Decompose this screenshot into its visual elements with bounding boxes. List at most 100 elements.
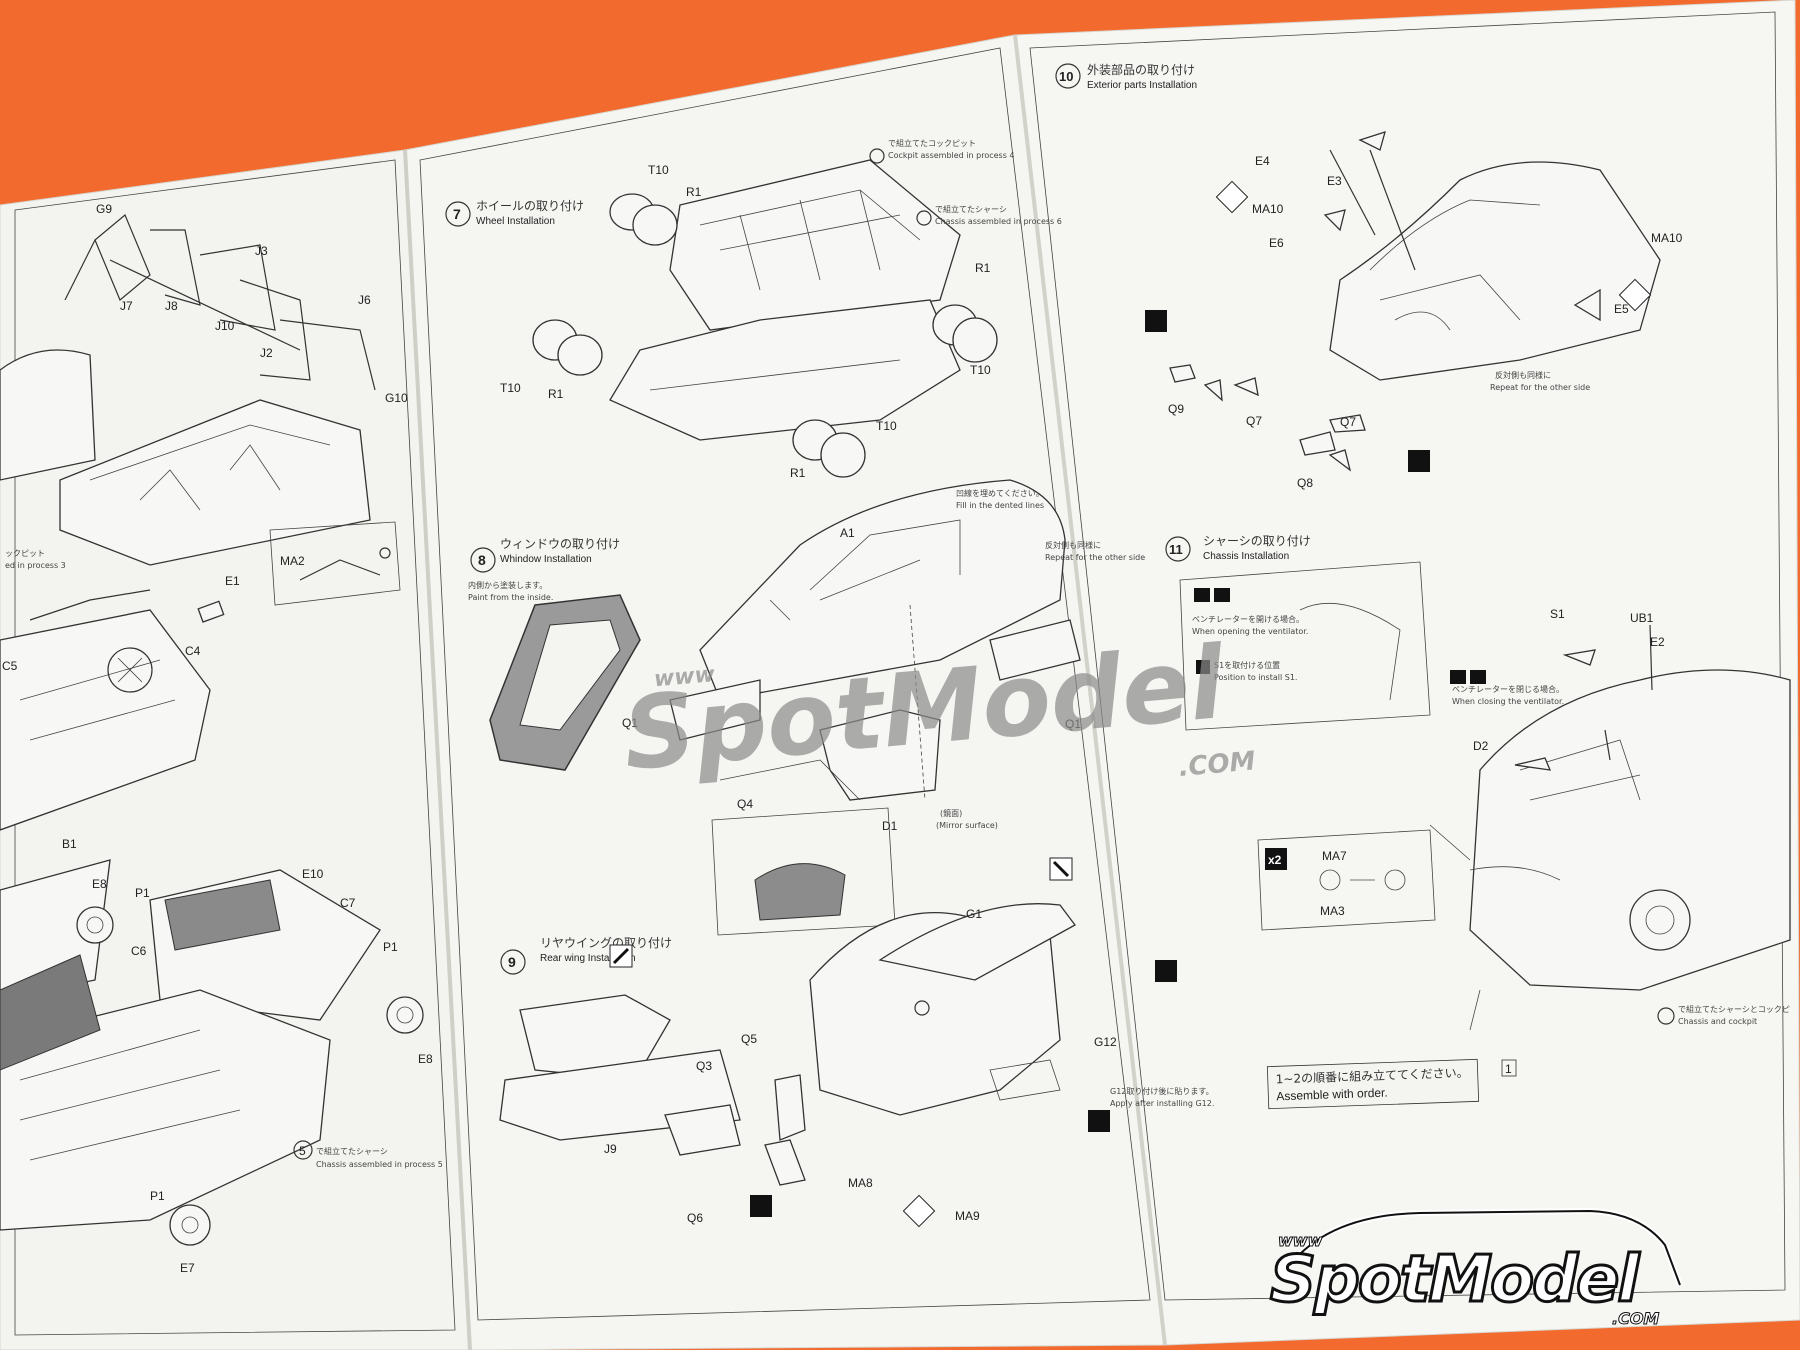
window-parts-drawing <box>489 594 641 771</box>
g12-note-jp: G12取り付け後に貼ります。 <box>1110 1086 1214 1096</box>
part-label: E4 <box>1255 154 1270 168</box>
part-label: J9 <box>604 1142 617 1156</box>
part-label: E3 <box>1327 174 1342 188</box>
ma7-callout <box>1257 829 1436 931</box>
ref6-note-jp: で組立てたシャーシ <box>935 204 1007 214</box>
cockpit-note: ックピット <box>5 549 45 558</box>
logo-com: .COM <box>1611 1309 1660 1329</box>
step-number-circle <box>293 1140 313 1160</box>
part-label: MA2 <box>280 554 305 568</box>
part-label: G1 <box>966 907 982 921</box>
repeat-note-jp: 反対側も同様に <box>1045 540 1101 550</box>
part-label: E8 <box>92 877 107 891</box>
part-label: MA10 <box>1651 231 1683 245</box>
body-shell-drawing <box>669 479 1081 801</box>
logo-brand: SpotModel <box>1268 1242 1640 1319</box>
ref4-note-jp: で組立てたコックピット <box>888 138 976 148</box>
open-note-en: When opening the ventilator. <box>1192 627 1308 636</box>
svg-text:.COM: .COM <box>1177 746 1256 783</box>
page-number: 1 <box>1505 1062 1512 1076</box>
ref7-note-en: Chassis and cockpit <box>1678 1017 1757 1026</box>
part-label: Q6 <box>687 1211 703 1225</box>
step-7-number: 7 <box>453 206 461 222</box>
roll-cage-diagram <box>64 214 376 391</box>
multiplier-label: x2 <box>1268 853 1282 867</box>
part-label: J6 <box>358 293 371 307</box>
part-label: J8 <box>165 299 178 313</box>
part-label: A1 <box>840 526 855 540</box>
part-label: MA3 <box>1320 904 1345 918</box>
part-label: C4 <box>185 644 201 658</box>
mirror-note-en: (Mirror surface) <box>936 821 998 830</box>
order-note-en: Assemble with order. <box>1276 1085 1388 1103</box>
s1-note-en: Position to install S1. <box>1214 673 1297 682</box>
part-label: C6 <box>131 944 147 958</box>
part-label: P1 <box>383 940 398 954</box>
ma2-callout <box>269 521 401 606</box>
order-note-box <box>1266 1058 1480 1110</box>
logo-www: www <box>1277 1231 1323 1251</box>
part-label: J10 <box>215 319 235 333</box>
part-label: Q7 <box>1246 414 1262 428</box>
left-chassis-drawing <box>0 589 424 1246</box>
step-8-number: 8 <box>478 552 486 568</box>
part-label: P1 <box>135 886 150 900</box>
part-label: E6 <box>1269 236 1284 250</box>
step-number-circle <box>500 949 526 975</box>
paint-note-jp: 内側から塗装します。 <box>468 580 547 590</box>
open-note-jp: ベンチレーターを開ける場合。 <box>1192 614 1304 624</box>
part-label: MA8 <box>848 1176 873 1190</box>
fill-note-en: Fill in the dented lines <box>956 501 1044 510</box>
step-9-title-en: Rear wing Installation <box>540 953 636 964</box>
step-number-circle <box>1657 1007 1675 1025</box>
part-label: T10 <box>648 163 669 177</box>
part-label: MA10 <box>1252 202 1284 216</box>
part-label: J7 <box>120 299 133 313</box>
part-label: J3 <box>255 244 268 258</box>
decal-tag-icons-middle <box>609 857 1177 1228</box>
chassis-install-drawing <box>1429 624 1791 1031</box>
part-label: Q5 <box>741 1032 757 1046</box>
rear-wing-drawing <box>499 903 1076 1186</box>
step-number-circle <box>916 210 932 226</box>
part-label: S1 <box>1550 607 1565 621</box>
step-number-circle <box>1055 63 1081 89</box>
cockpit-chassis-drawing <box>609 159 961 441</box>
part-label: R1 <box>686 185 702 199</box>
step-11-title-en: Chassis Installation <box>1203 551 1289 562</box>
step-number-circle <box>1165 536 1191 562</box>
part-label: B1 <box>62 837 77 851</box>
exterior-car-drawing <box>1169 131 1661 472</box>
part-label: D2 <box>1473 739 1489 753</box>
svg-text:www: www <box>653 662 717 692</box>
decal-tag-icons-right <box>1145 180 1652 472</box>
close-ventilator-icons <box>1450 670 1486 684</box>
part-label: R1 <box>975 261 991 275</box>
step-ref-number: 5 <box>299 1144 306 1158</box>
paint-note-en: Paint from the inside. <box>468 593 553 602</box>
part-label: T10 <box>970 363 991 377</box>
step-number-circle <box>470 547 496 573</box>
repeat-note-en: Repeat for the other side <box>1045 553 1145 562</box>
repeat-note-jp: 反対側も同様に <box>1495 370 1551 380</box>
fill-note-jp: 凹線を埋めてください。 <box>956 488 1044 498</box>
order-note-jp: 1~2の順番に組み立ててください。 <box>1276 1065 1469 1087</box>
part-label: Q8 <box>1297 476 1313 490</box>
part-label: Q1 <box>622 716 638 730</box>
close-note-jp: ベンチレーターを閉じる場合。 <box>1452 684 1564 694</box>
s1-note-jp: S1を取付ける位置 <box>1214 660 1280 670</box>
part-label: C7 <box>340 896 356 910</box>
part-label: Q3 <box>696 1059 712 1073</box>
part-label: E1 <box>225 574 240 588</box>
spotmodel-logo: www SpotModel .COM <box>1268 1205 1710 1330</box>
part-label: P1 <box>150 1189 165 1203</box>
step-9-number: 9 <box>508 954 516 970</box>
wheels-group <box>532 193 998 478</box>
step-9-title-jp: リヤウイングの取り付け <box>540 936 672 950</box>
part-label: R1 <box>548 387 564 401</box>
part-label: E2 <box>1650 635 1665 649</box>
part-label: G10 <box>385 391 408 405</box>
ref7-note-jp: で組立てたシャーシとコックピ <box>1678 1004 1790 1014</box>
left-car-body-drawing <box>0 349 371 566</box>
